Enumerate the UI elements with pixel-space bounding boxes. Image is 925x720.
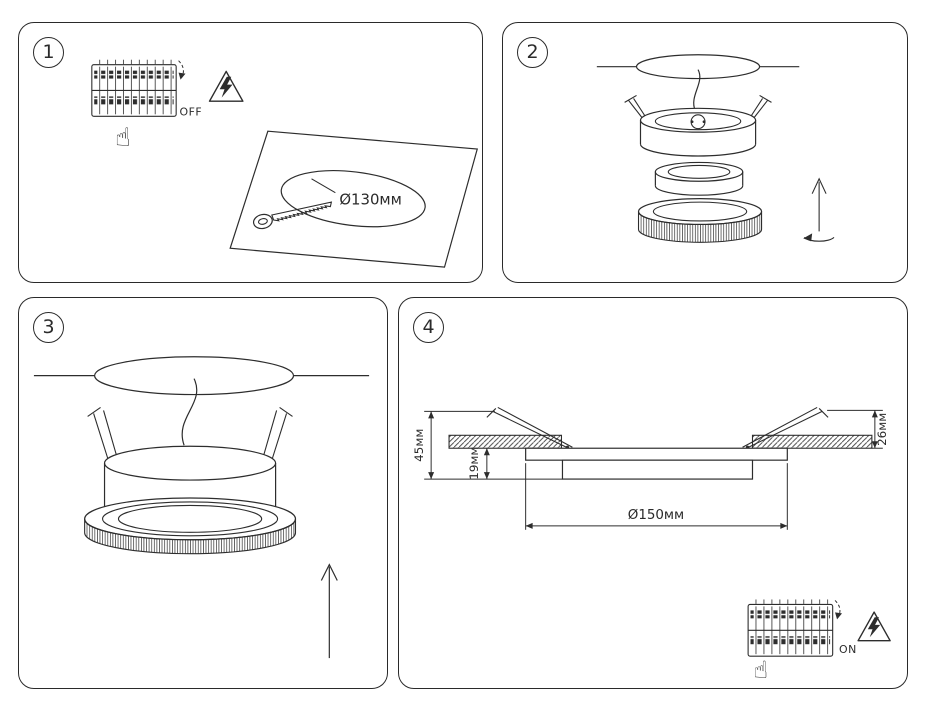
breaker-panel-icon: ☝ ON [747, 598, 857, 684]
body-section [561, 459, 754, 480]
step-panel-1: 1 ☝ OFF Ø130мм [18, 22, 483, 283]
cross-section-drawing [448, 406, 873, 480]
electric-warning-icon [208, 70, 244, 102]
breaker-state-label: OFF [180, 105, 203, 118]
electric-warning-icon [857, 611, 891, 642]
hand-icon: ☝ [115, 123, 131, 153]
step-panel-2: 2 [502, 22, 908, 283]
step-2-drawing [596, 54, 835, 243]
ceiling-section-right [751, 434, 873, 449]
step-number-badge: 2 [517, 37, 548, 68]
fixture-body-drawing [87, 407, 293, 513]
ceiling-tile-drawing: Ø130мм [229, 130, 479, 268]
hole-diameter-label: Ø130мм [339, 191, 402, 209]
supply-wire [181, 378, 198, 446]
rotation-arrow-icon [803, 177, 835, 242]
step-panel-4: 4 45мм [398, 297, 908, 689]
clearance-height-label: 26мм [875, 413, 889, 446]
dimension-clearance-height: 26мм [827, 409, 889, 449]
ceiling-hole-drawing [33, 356, 370, 396]
step-panel-3: 3 [18, 297, 388, 689]
step-4-drawing: 45мм 19мм 26мм Ø1 [412, 406, 891, 684]
step-number-badge: 4 [413, 312, 444, 343]
cutout-hole [280, 170, 426, 228]
fixture-body-drawing [624, 94, 772, 157]
supply-wire [693, 69, 701, 111]
recess-depth-label: 19мм [467, 447, 481, 480]
inner-ring-drawing [654, 161, 744, 196]
spring-clip-right [742, 406, 829, 448]
leader-line [311, 178, 336, 194]
trim-flange-drawing [84, 497, 297, 555]
trim-flange-section [525, 447, 788, 461]
ceiling-hole-drawing [596, 54, 800, 80]
step-3-drawing [33, 356, 370, 659]
trim-diameter-label: Ø150мм [628, 508, 684, 523]
keyhole-saw-icon [252, 201, 333, 230]
breaker-state-label: ON [839, 643, 857, 656]
dimension-trim-diameter: Ø150мм [525, 463, 788, 530]
trim-ring-drawing [637, 198, 763, 243]
step-number-badge: 1 [33, 37, 64, 68]
hand-icon: ☝ [753, 656, 768, 684]
step-1-drawing: ☝ OFF Ø130мм [91, 59, 479, 268]
total-height-label: 45мм [412, 429, 426, 462]
spring-clip-left [486, 406, 573, 448]
breaker-panel-icon: ☝ OFF [91, 59, 203, 153]
up-arrow-icon [320, 563, 338, 659]
step-number-badge: 3 [33, 312, 64, 343]
dimension-recess-depth: 19мм [467, 447, 490, 480]
dimension-total-height: 45мм [412, 410, 563, 480]
ceiling-section-left [448, 434, 563, 449]
